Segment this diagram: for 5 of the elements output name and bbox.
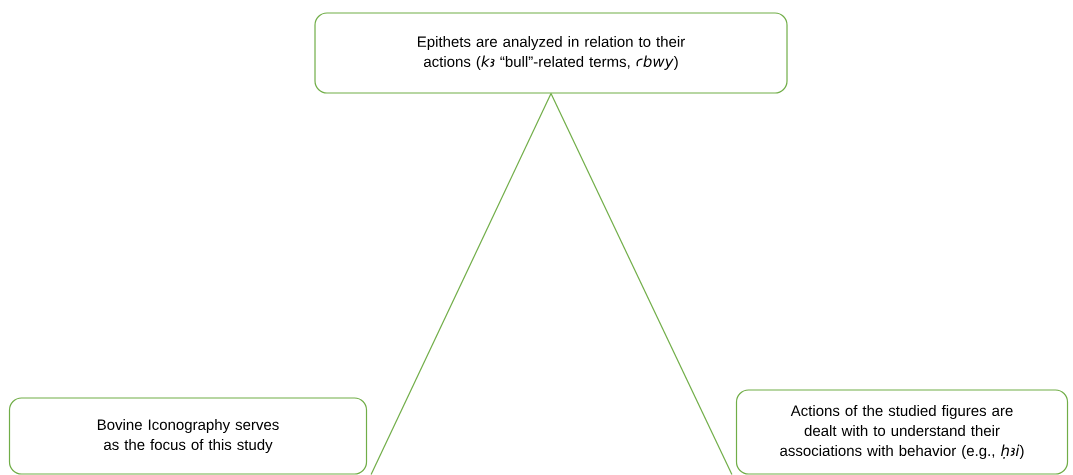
text-box: Bovine Iconography serves as the focus of this study (8, 397, 368, 475)
connector-line (370, 93, 552, 475)
connector-line (550, 93, 733, 475)
text-box: Actions of the studied figures are dealt with to understand their associations with behavior (e.g., ḥꜣi) (735, 389, 1069, 475)
text-box: Epithets are analyzed in relation to their actions (kꜣ “bull”-related terms, ꜥbwy) (314, 12, 788, 94)
